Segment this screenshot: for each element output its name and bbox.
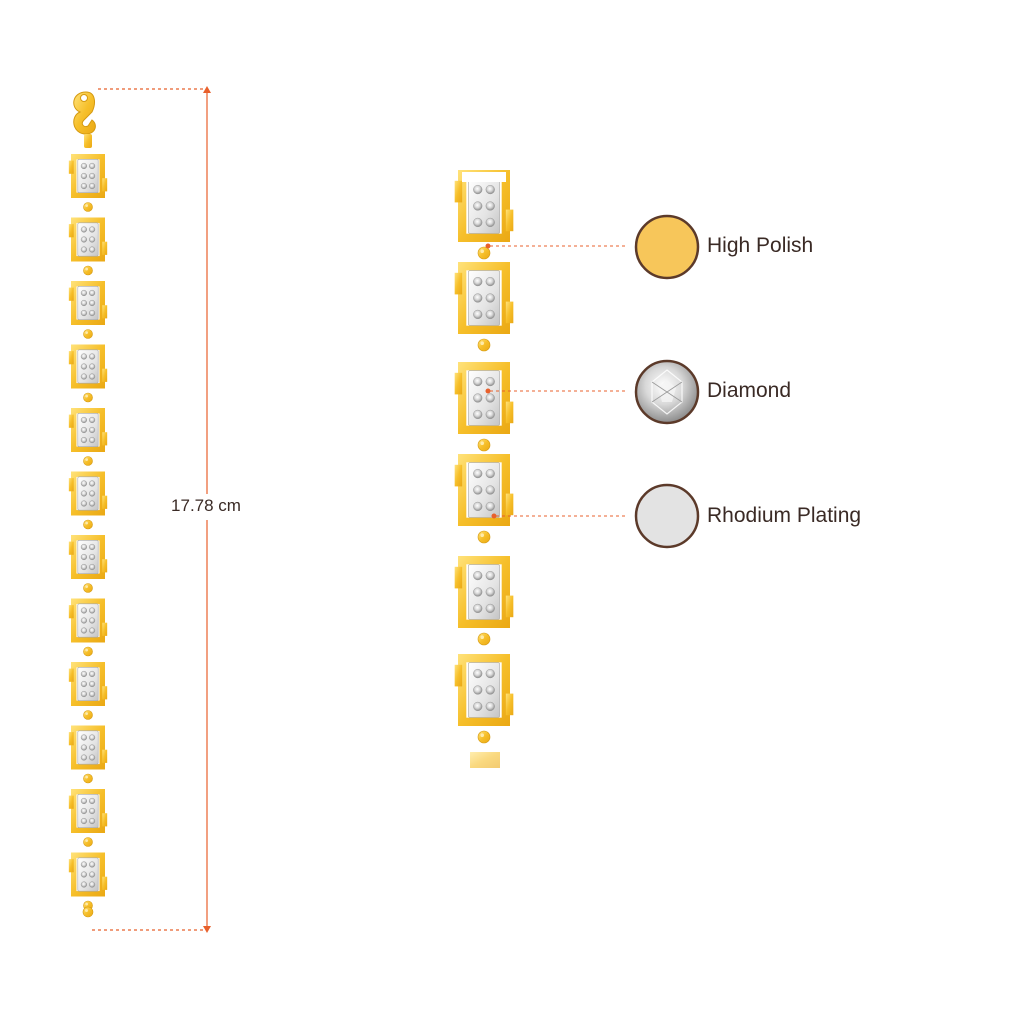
bracelet-length-label: 17.78 cm (160, 494, 252, 518)
diamond-swatch-icon (634, 359, 700, 425)
bracelet-link (68, 408, 108, 452)
bracelet-link (68, 852, 108, 897)
bracelet-link (454, 654, 514, 726)
chain-bead (477, 438, 491, 452)
legend-label-rhodium-plating: Rhodium Plating (707, 504, 862, 527)
chain-bead (83, 710, 93, 720)
bracelet-link (68, 662, 108, 706)
legend-label-high-polish: High Polish (707, 234, 814, 257)
bracelet-link (68, 344, 108, 389)
chain-bead (83, 773, 93, 784)
bracelet-full-view (68, 154, 108, 918)
bracelet-link (454, 362, 514, 434)
arrow-up-icon (203, 86, 211, 93)
bracelet-link (454, 556, 514, 628)
chain-bead (477, 530, 491, 544)
chain-bead (83, 202, 93, 212)
chain-bead (82, 906, 94, 918)
bracelet-link (68, 471, 108, 516)
length-dimension-guide (92, 86, 211, 933)
bracelet-link (454, 454, 514, 526)
legend-swatches (634, 214, 700, 549)
gold-swatch-icon (634, 214, 700, 280)
bracelet-link (68, 598, 108, 643)
chain-bead (83, 329, 93, 339)
bracelet-link (68, 725, 108, 770)
chain-bead (83, 392, 93, 403)
bracelet-link (68, 535, 108, 579)
chain-bead (477, 338, 491, 352)
bracelet-link (68, 789, 108, 833)
arrow-down-icon (203, 926, 211, 933)
clasp-icon (73, 91, 96, 148)
chain-bead (83, 583, 93, 593)
chain-bead (477, 246, 491, 260)
chain-bead (477, 632, 491, 646)
bracelet-link (68, 154, 108, 198)
chain-bead (83, 456, 93, 466)
chain-bead (477, 730, 491, 744)
bracelet-link (68, 217, 108, 262)
chain-bead (83, 837, 93, 847)
bracelet-link (454, 262, 514, 334)
chain-bead (83, 646, 93, 657)
bracelet-closeup-view (454, 170, 514, 768)
bracelet-link (68, 281, 108, 325)
legend-label-diamond: Diamond (707, 379, 792, 402)
legend-callout-lines (485, 243, 628, 519)
rhodium-swatch-icon (634, 483, 700, 549)
chain-bead (83, 519, 93, 530)
chain-bead (83, 265, 93, 276)
